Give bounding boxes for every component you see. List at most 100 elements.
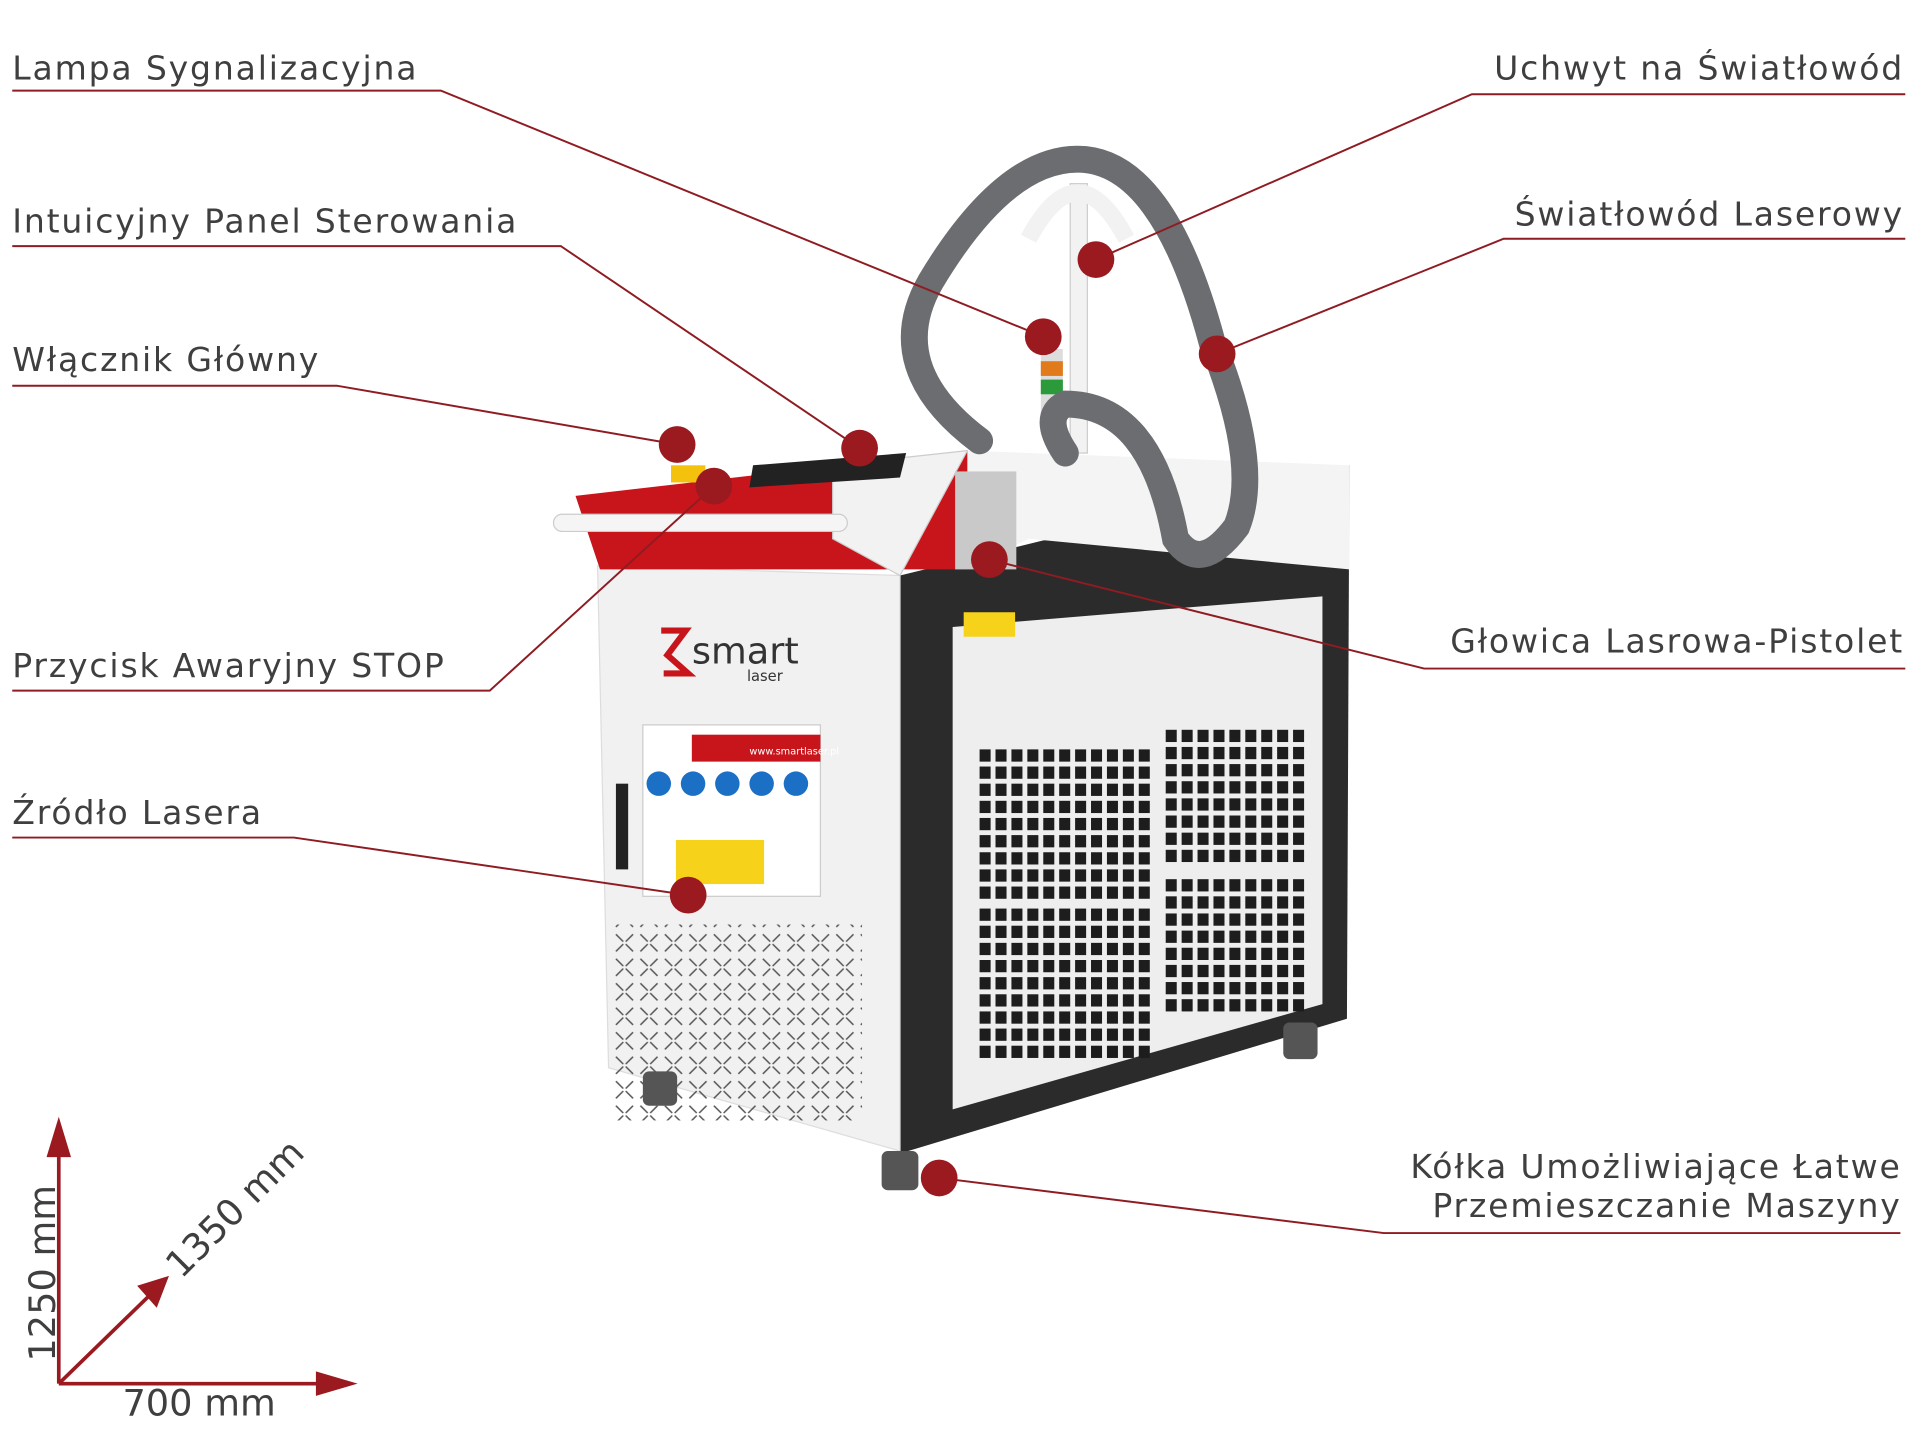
vent-hole [1122, 1028, 1134, 1041]
marker-wlacznik [658, 426, 696, 463]
label-uchwyt: Uchwyt na Światłowód [1494, 48, 1904, 88]
vent-hole [1165, 798, 1177, 811]
vent-hole [995, 1028, 1007, 1041]
vent-hole [1027, 852, 1039, 865]
vent-hole [1059, 749, 1071, 762]
vent-hole [1011, 783, 1023, 796]
vent-hole [1043, 1028, 1055, 1041]
vent-hole [1197, 982, 1209, 995]
vent-hole [1165, 849, 1177, 863]
handle-bar [552, 513, 848, 533]
vent-hole [1091, 960, 1103, 973]
vent-hole [995, 766, 1007, 779]
vent-hole [1106, 749, 1118, 762]
vent-hole [1122, 835, 1134, 848]
vent-hole [1106, 908, 1118, 921]
vent-hole [1075, 994, 1087, 1007]
vent-hole [995, 960, 1007, 973]
vent-hole [1122, 852, 1134, 865]
vent-hole [1197, 798, 1209, 811]
vent-hole [1261, 999, 1273, 1012]
vent-hole [1181, 879, 1193, 892]
vent-hole [1122, 1045, 1134, 1058]
vent-hole [1197, 849, 1209, 863]
vent-hole [1181, 930, 1193, 943]
marker-panel [841, 429, 878, 467]
vent-hole [979, 886, 991, 899]
warning-sticker [963, 612, 1016, 637]
vent-hole [1059, 960, 1071, 973]
vent-hole [1181, 798, 1193, 811]
vent-hole [1075, 1028, 1087, 1041]
vent-hole [1293, 964, 1305, 978]
vent-hole [1261, 729, 1273, 743]
vent-hole [1245, 798, 1257, 811]
vent-hole [995, 977, 1007, 990]
vent-hole [1138, 1028, 1150, 1041]
vent-hole [1122, 800, 1134, 814]
vent-hole [1277, 815, 1289, 828]
vent-hole [995, 1011, 1007, 1024]
vent-hole [1165, 729, 1177, 743]
marker-dots [658, 241, 1236, 1197]
vent-hole [1213, 930, 1225, 943]
vent-hole [1106, 766, 1118, 779]
vent-hole [1075, 942, 1087, 956]
safety-pictogram-icon [749, 771, 774, 796]
vent-hole [1059, 852, 1071, 865]
vent-hole [1043, 869, 1055, 882]
vent-hole [1059, 908, 1071, 921]
brand-logo-sub: laser [747, 668, 784, 685]
vent-hole [1138, 960, 1150, 973]
vent-hole [1138, 925, 1150, 938]
vent-hole [1091, 886, 1103, 899]
vent-hole [1293, 832, 1305, 845]
vent-hole [979, 925, 991, 938]
vent-hole [1011, 1011, 1023, 1024]
vent-hole [1059, 800, 1071, 814]
marker-stop [695, 467, 733, 505]
vent-hole [1229, 896, 1241, 909]
vent-hole [979, 994, 991, 1007]
vent-hole [1011, 835, 1023, 848]
vent-hole [1122, 869, 1134, 882]
vent-hole [1091, 835, 1103, 848]
label-stop: Przycisk Awaryjny STOP [12, 646, 445, 685]
vent-hole [1165, 879, 1177, 892]
vent-hole [1277, 947, 1289, 960]
vent-hole [1091, 1045, 1103, 1058]
vent-hole [979, 977, 991, 990]
vent-hole [1245, 913, 1257, 926]
vent-hole [1043, 783, 1055, 796]
vent-hole [1106, 886, 1118, 899]
width-arrowhead-icon [315, 1371, 358, 1396]
vent-hole [1197, 879, 1209, 892]
vent-hole [1261, 982, 1273, 995]
vent-hole [1277, 879, 1289, 892]
vent-hole [1277, 999, 1289, 1012]
vent-hole [995, 817, 1007, 831]
vent-hole [1091, 925, 1103, 938]
vent-hole [1261, 832, 1273, 845]
vent-hole [1197, 999, 1209, 1012]
vent-hole [1197, 815, 1209, 828]
vent-hole [1043, 766, 1055, 779]
vent-hole [1043, 886, 1055, 899]
vent-hole [1091, 1011, 1103, 1024]
leader-lampa [12, 89, 1044, 338]
vent-hole [1027, 994, 1039, 1007]
vent-hole [1165, 764, 1177, 777]
marker-zrodlo [669, 876, 707, 914]
width-label: 700 mm [122, 1382, 275, 1425]
vent-hole [1106, 960, 1118, 973]
vent-hole [1027, 925, 1039, 938]
marker-swiatlowod [1198, 335, 1236, 373]
vent-hole [1122, 766, 1134, 779]
vent-hole [995, 925, 1007, 938]
vent-hole [1011, 1045, 1023, 1058]
vent-hole [1165, 964, 1177, 978]
vent-hole [1197, 781, 1209, 794]
vent-hole [1106, 977, 1118, 990]
vent-hole [1043, 1045, 1055, 1058]
vent-hole [1011, 749, 1023, 762]
